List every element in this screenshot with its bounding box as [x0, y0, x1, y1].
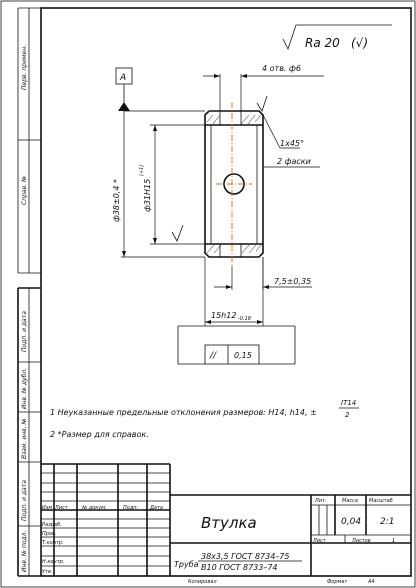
- note-1-fraction-top: IT14: [341, 399, 356, 407]
- datum-letter: A: [119, 73, 126, 83]
- left-margin: Перв. примен. Справ. № Подп. и дата Инв.…: [17, 7, 41, 577]
- copied-label: Копировал: [188, 579, 217, 585]
- material-line-2: В10 ГОСТ 8733–74: [201, 563, 278, 572]
- roughness-symbol: Ra 20 (√): [282, 24, 392, 51]
- mass-label: Масса: [342, 498, 358, 504]
- scale-value: 2:1: [380, 517, 394, 527]
- header-podp: Подп.: [123, 505, 138, 511]
- header-data: Дата: [149, 505, 163, 511]
- role-utv: Утв.: [42, 569, 53, 575]
- holes-callout: 4 отв. ф6: [203, 64, 324, 112]
- note-1: 1 Неуказанные предельные отклонения разм…: [50, 408, 317, 417]
- length-tolerance: -0,18: [238, 316, 251, 322]
- datum-a: A: [115, 67, 205, 112]
- chamfer-note: 2 фаски: [277, 157, 311, 166]
- label-vzam-inv: Взам. инв. №: [21, 418, 28, 459]
- sheet-label: Лист: [312, 538, 327, 544]
- chamfer-callout: 1х45° 2 фаски: [262, 114, 320, 168]
- roughness-rest: (√): [351, 36, 368, 50]
- role-tkontr: Т.контр.: [42, 540, 64, 546]
- header-doc-no: № докум.: [81, 505, 107, 511]
- technical-notes: 1 Неуказанные предельные отклонения разм…: [50, 399, 359, 439]
- holes-dimension: 4 отв. ф6: [262, 64, 301, 73]
- label-inv-dubl: Инв. № дубл.: [21, 368, 28, 409]
- outer-diameter-dimension: ф38±0,4 *: [112, 111, 205, 258]
- label-inv-podl: Инв. № подл.: [21, 531, 28, 572]
- header-izm: Изм: [42, 505, 52, 511]
- format-value: А4: [367, 579, 375, 585]
- tolerance-symbol: //: [209, 351, 217, 361]
- mass-value: 0,04: [341, 517, 361, 527]
- tolerance-frame: // 0,15: [177, 325, 296, 365]
- role-prov: Пров.: [42, 531, 57, 537]
- note-2: 2 *Размер для справок.: [50, 430, 149, 439]
- header-list: Лист: [54, 505, 69, 511]
- label-podp-data-top: Подп. и дата: [21, 311, 28, 352]
- length-dimension: 15h12 -0,18: [204, 257, 264, 326]
- label-sprav-no: Справ. №: [21, 176, 28, 205]
- chamfer-dimension: 1х45°: [280, 139, 304, 148]
- label-perv-primen: Перв. примен.: [21, 45, 28, 90]
- part-name: Втулка: [201, 514, 257, 532]
- role-nkontr: Н.контр.: [42, 559, 64, 565]
- bushing-section: [204, 102, 264, 266]
- label-podp-data-bottom: Подп. и дата: [21, 480, 28, 521]
- inner-diameter-text: ф31Н15: [143, 179, 152, 212]
- material-line-1: 38х3,5 ГОСТ 8734–75: [201, 552, 290, 561]
- inner-diameter-dimension: ф31Н15 (+1): [139, 124, 211, 245]
- inner-diameter-tolerance: (+1): [139, 165, 145, 176]
- sheets-label: Листов: [351, 538, 371, 544]
- title-block: Изм Лист № докум. Подп. Дата Разраб. Про…: [41, 463, 411, 585]
- roughness-value: Ra 20: [305, 36, 340, 50]
- material-prefix: Труба: [174, 560, 199, 569]
- tolerance-value: 0,15: [234, 351, 252, 360]
- scale-label: Масштаб: [369, 498, 393, 504]
- format-label: Формат: [327, 579, 348, 585]
- length-text: 15h12: [211, 311, 236, 320]
- note-1-fraction-bottom: 2: [345, 411, 350, 419]
- sheets-value: 1: [392, 538, 395, 544]
- hole-position-text: 7,5±0,35: [274, 277, 311, 286]
- outer-diameter-text: ф38±0,4 *: [112, 179, 121, 222]
- drawing-frame: [40, 7, 412, 577]
- role-razrab: Разраб.: [42, 522, 62, 528]
- lit-label: Лит.: [314, 498, 327, 504]
